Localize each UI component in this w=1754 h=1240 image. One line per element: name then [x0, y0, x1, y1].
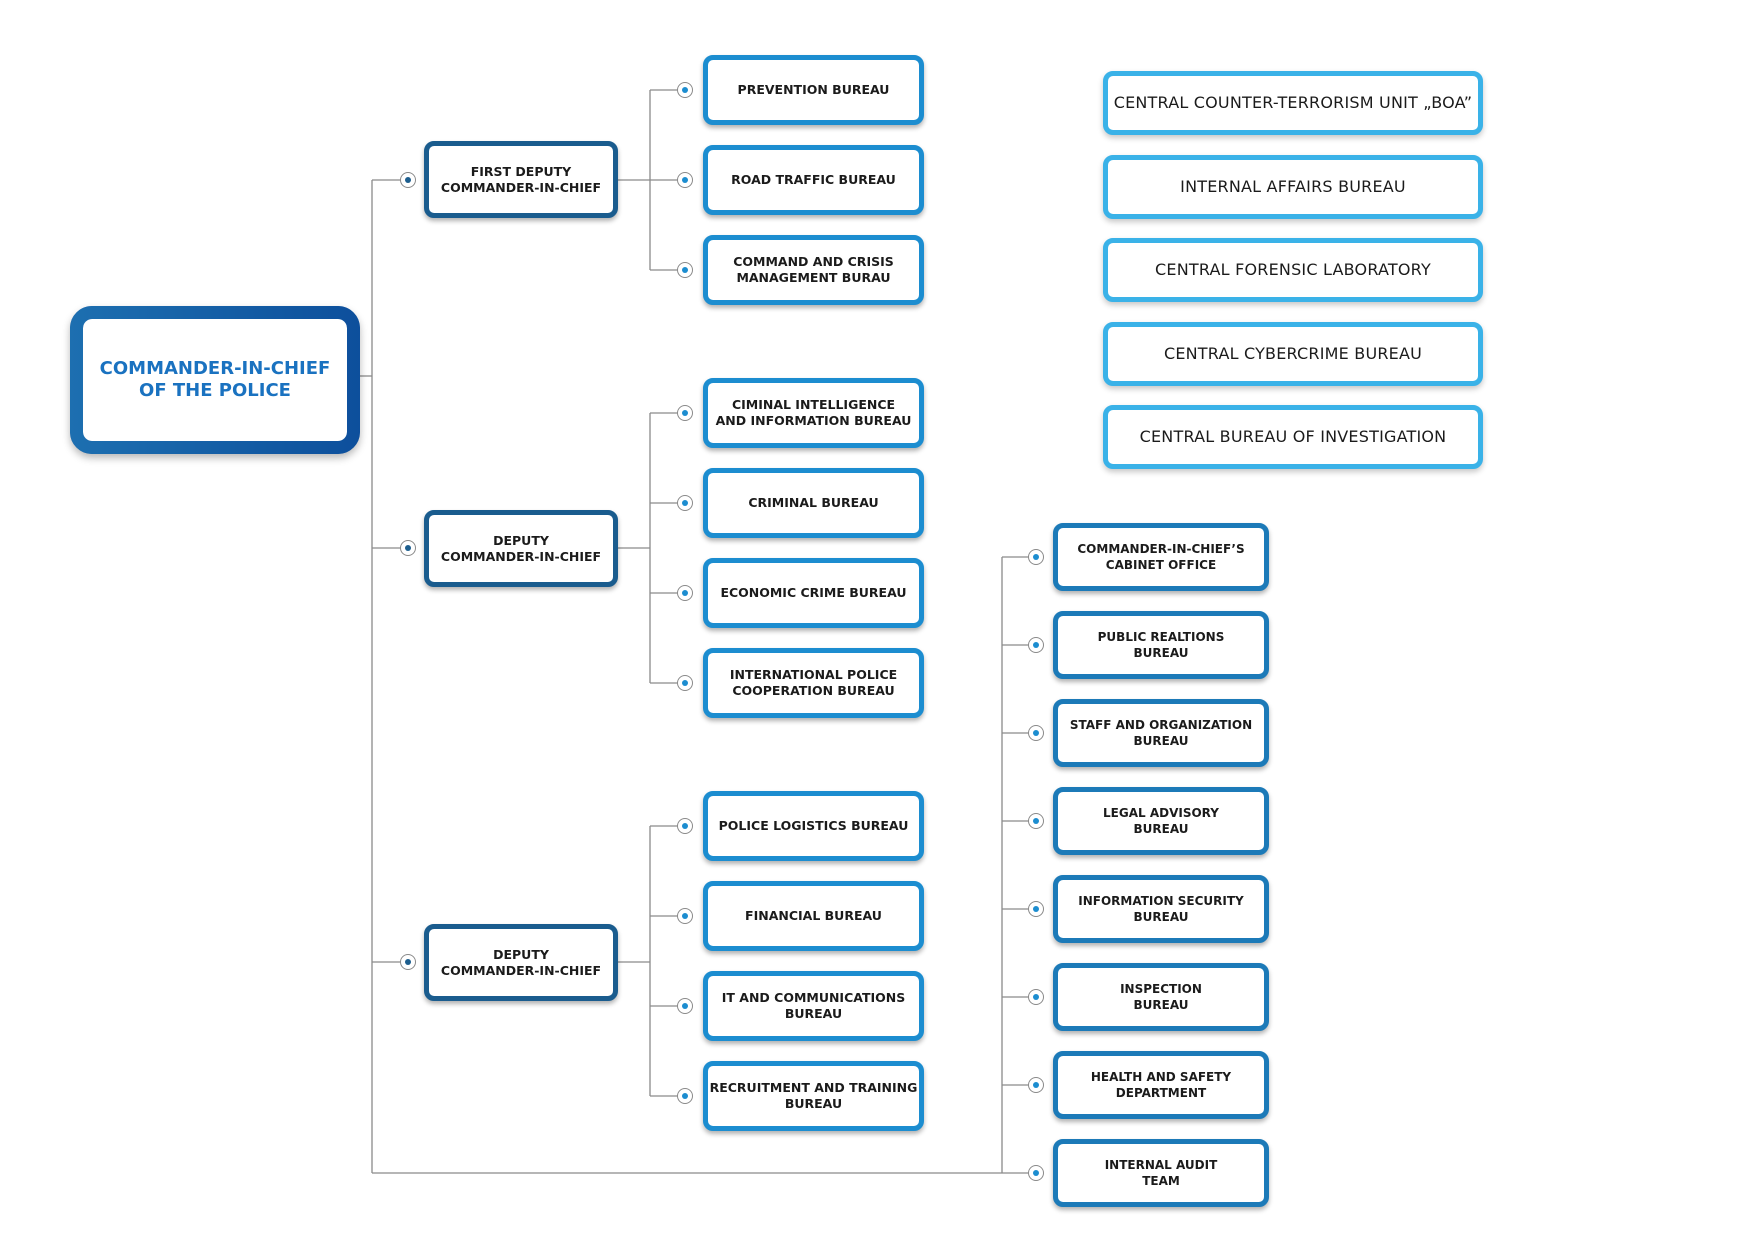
- staff-line1: INTERNAL AUDIT: [1104, 1158, 1218, 1172]
- bureau-line2: MANAGEMENT BURAU: [736, 270, 891, 285]
- connector-dot: [677, 405, 693, 421]
- staff-box-legal-advisory[interactable]: LEGAL ADVISORY BUREAU: [1053, 787, 1269, 855]
- connector-dot: [677, 172, 693, 188]
- bureau-box-recruitment-training[interactable]: RECRUITMENT AND TRAINING BUREAU: [703, 1061, 924, 1131]
- connector-dot: [400, 172, 416, 188]
- bureau-line1: CRIMINAL BUREAU: [748, 495, 879, 510]
- connector-dot: [677, 82, 693, 98]
- connector-dot: [1028, 1077, 1044, 1093]
- staff-line1: INSPECTION: [1120, 982, 1202, 996]
- staff-box-public-relations[interactable]: PUBLIC REALTIONS BUREAU: [1053, 611, 1269, 679]
- bureau-line2: COOPERATION BUREAU: [732, 683, 895, 698]
- connector-dot: [1028, 989, 1044, 1005]
- connector-dot: [400, 540, 416, 556]
- staff-line1: PUBLIC REALTIONS: [1097, 630, 1225, 644]
- bureau-box-criminal[interactable]: CRIMINAL BUREAU: [703, 468, 924, 538]
- central-box-counter-terrorism[interactable]: CENTRAL COUNTER-TERRORISM UNIT „BOA”: [1103, 71, 1483, 135]
- deputy-box-third[interactable]: DEPUTY COMMANDER-IN-CHIEF: [424, 924, 618, 1001]
- bureau-line1: PREVENTION BUREAU: [737, 82, 890, 97]
- staff-line2: BUREAU: [1133, 910, 1189, 924]
- bureau-line1: CIMINAL INTELLIGENCE: [731, 397, 896, 412]
- bureau-box-international-cooperation[interactable]: INTERNATIONAL POLICE COOPERATION BUREAU: [703, 648, 924, 718]
- central-label: CENTRAL COUNTER-TERRORISM UNIT „BOA”: [1113, 93, 1473, 112]
- central-box-investigation[interactable]: CENTRAL BUREAU OF INVESTIGATION: [1103, 405, 1483, 469]
- staff-line1: STAFF AND ORGANIZATION: [1069, 718, 1253, 732]
- root-commander-box[interactable]: COMMANDER-IN-CHIEF OF THE POLICE: [70, 306, 360, 454]
- deputy-label-line1: FIRST DEPUTY: [470, 163, 572, 179]
- staff-line2: BUREAU: [1133, 822, 1189, 836]
- connector-dot: [400, 954, 416, 970]
- staff-box-inspection[interactable]: INSPECTION BUREAU: [1053, 963, 1269, 1031]
- bureau-box-economic-crime[interactable]: ECONOMIC CRIME BUREAU: [703, 558, 924, 628]
- connector-dot: [1028, 813, 1044, 829]
- central-box-internal-affairs[interactable]: INTERNAL AFFAIRS BUREAU: [1103, 155, 1483, 219]
- bureau-box-command-crisis[interactable]: COMMAND AND CRISIS MANAGEMENT BURAU: [703, 235, 924, 305]
- connector-dot: [677, 262, 693, 278]
- connector-dot: [677, 908, 693, 924]
- bureau-box-road-traffic[interactable]: ROAD TRAFFIC BUREAU: [703, 145, 924, 215]
- connector-dot: [1028, 901, 1044, 917]
- bureau-line1: ROAD TRAFFIC BUREAU: [731, 172, 896, 187]
- bureau-line1: ECONOMIC CRIME BUREAU: [720, 585, 907, 600]
- central-label: CENTRAL CYBERCRIME BUREAU: [1163, 344, 1423, 363]
- central-box-cybercrime[interactable]: CENTRAL CYBERCRIME BUREAU: [1103, 322, 1483, 386]
- bureau-line1: FINANCIAL BUREAU: [745, 908, 882, 923]
- deputy-label-line1: DEPUTY: [493, 946, 549, 962]
- staff-line1: INFORMATION SECURITY: [1078, 894, 1244, 908]
- bureau-line1: IT AND COMMUNICATIONS: [721, 990, 906, 1005]
- central-label: CENTRAL FORENSIC LABORATORY: [1155, 260, 1431, 279]
- connector-dot: [1028, 637, 1044, 653]
- connector-dot: [1028, 1165, 1044, 1181]
- staff-line1: LEGAL ADVISORY: [1103, 806, 1219, 820]
- connector-dot: [677, 585, 693, 601]
- bureau-line2: BUREAU: [784, 1006, 843, 1021]
- connector-dot: [677, 998, 693, 1014]
- bureau-box-financial[interactable]: FINANCIAL BUREAU: [703, 881, 924, 951]
- deputy-label-line2: COMMANDER-IN-CHIEF: [440, 962, 602, 978]
- staff-line2: BUREAU: [1133, 734, 1189, 748]
- connector-dot: [677, 1088, 693, 1104]
- root-line2: OF THE POLICE: [139, 380, 291, 401]
- staff-line2: BUREAU: [1133, 646, 1189, 660]
- connector-dot: [677, 818, 693, 834]
- staff-line2: DEPARTMENT: [1115, 1086, 1207, 1100]
- central-box-forensic-laboratory[interactable]: CENTRAL FORENSIC LABORATORY: [1103, 238, 1483, 302]
- connector-dot: [1028, 549, 1044, 565]
- bureau-box-criminal-intelligence[interactable]: CIMINAL INTELLIGENCE AND INFORMATION BUR…: [703, 378, 924, 448]
- staff-line2: BUREAU: [1133, 998, 1189, 1012]
- deputy-label-line2: COMMANDER-IN-CHIEF: [440, 179, 602, 195]
- staff-box-information-security[interactable]: INFORMATION SECURITY BUREAU: [1053, 875, 1269, 943]
- bureau-line1: POLICE LOGISTICS BUREAU: [718, 818, 909, 833]
- bureau-line1: INTERNATIONAL POLICE: [729, 667, 898, 682]
- bureau-line1: RECRUITMENT AND TRAINING: [709, 1080, 918, 1095]
- bureau-line2: BUREAU: [784, 1096, 843, 1111]
- deputy-label-line2: COMMANDER-IN-CHIEF: [440, 548, 602, 564]
- staff-box-internal-audit[interactable]: INTERNAL AUDIT TEAM: [1053, 1139, 1269, 1207]
- root-line1: COMMANDER-IN-CHIEF: [99, 358, 331, 379]
- bureau-box-prevention[interactable]: PREVENTION BUREAU: [703, 55, 924, 125]
- central-label: INTERNAL AFFAIRS BUREAU: [1180, 177, 1406, 196]
- central-label: CENTRAL BUREAU OF INVESTIGATION: [1139, 427, 1447, 446]
- bureau-box-it-communications[interactable]: IT AND COMMUNICATIONS BUREAU: [703, 971, 924, 1041]
- connector-dot: [677, 675, 693, 691]
- bureau-line2: AND INFORMATION BUREAU: [715, 413, 912, 428]
- connector-dot: [677, 495, 693, 511]
- connector-dot: [1028, 725, 1044, 741]
- bureau-line1: COMMAND AND CRISIS: [733, 254, 894, 269]
- deputy-label-line1: DEPUTY: [493, 532, 549, 548]
- deputy-box-first[interactable]: FIRST DEPUTY COMMANDER-IN-CHIEF: [424, 141, 618, 218]
- staff-box-health-safety[interactable]: HEALTH AND SAFETY DEPARTMENT: [1053, 1051, 1269, 1119]
- bureau-box-police-logistics[interactable]: POLICE LOGISTICS BUREAU: [703, 791, 924, 861]
- staff-line1: HEALTH AND SAFETY: [1090, 1070, 1232, 1084]
- staff-line2: CABINET OFFICE: [1105, 558, 1217, 572]
- staff-box-cabinet-office[interactable]: COMMANDER-IN-CHIEF’S CABINET OFFICE: [1053, 523, 1269, 591]
- staff-box-staff-organization[interactable]: STAFF AND ORGANIZATION BUREAU: [1053, 699, 1269, 767]
- deputy-box-second[interactable]: DEPUTY COMMANDER-IN-CHIEF: [424, 510, 618, 587]
- staff-line2: TEAM: [1142, 1174, 1180, 1188]
- staff-line1: COMMANDER-IN-CHIEF’S: [1077, 542, 1245, 556]
